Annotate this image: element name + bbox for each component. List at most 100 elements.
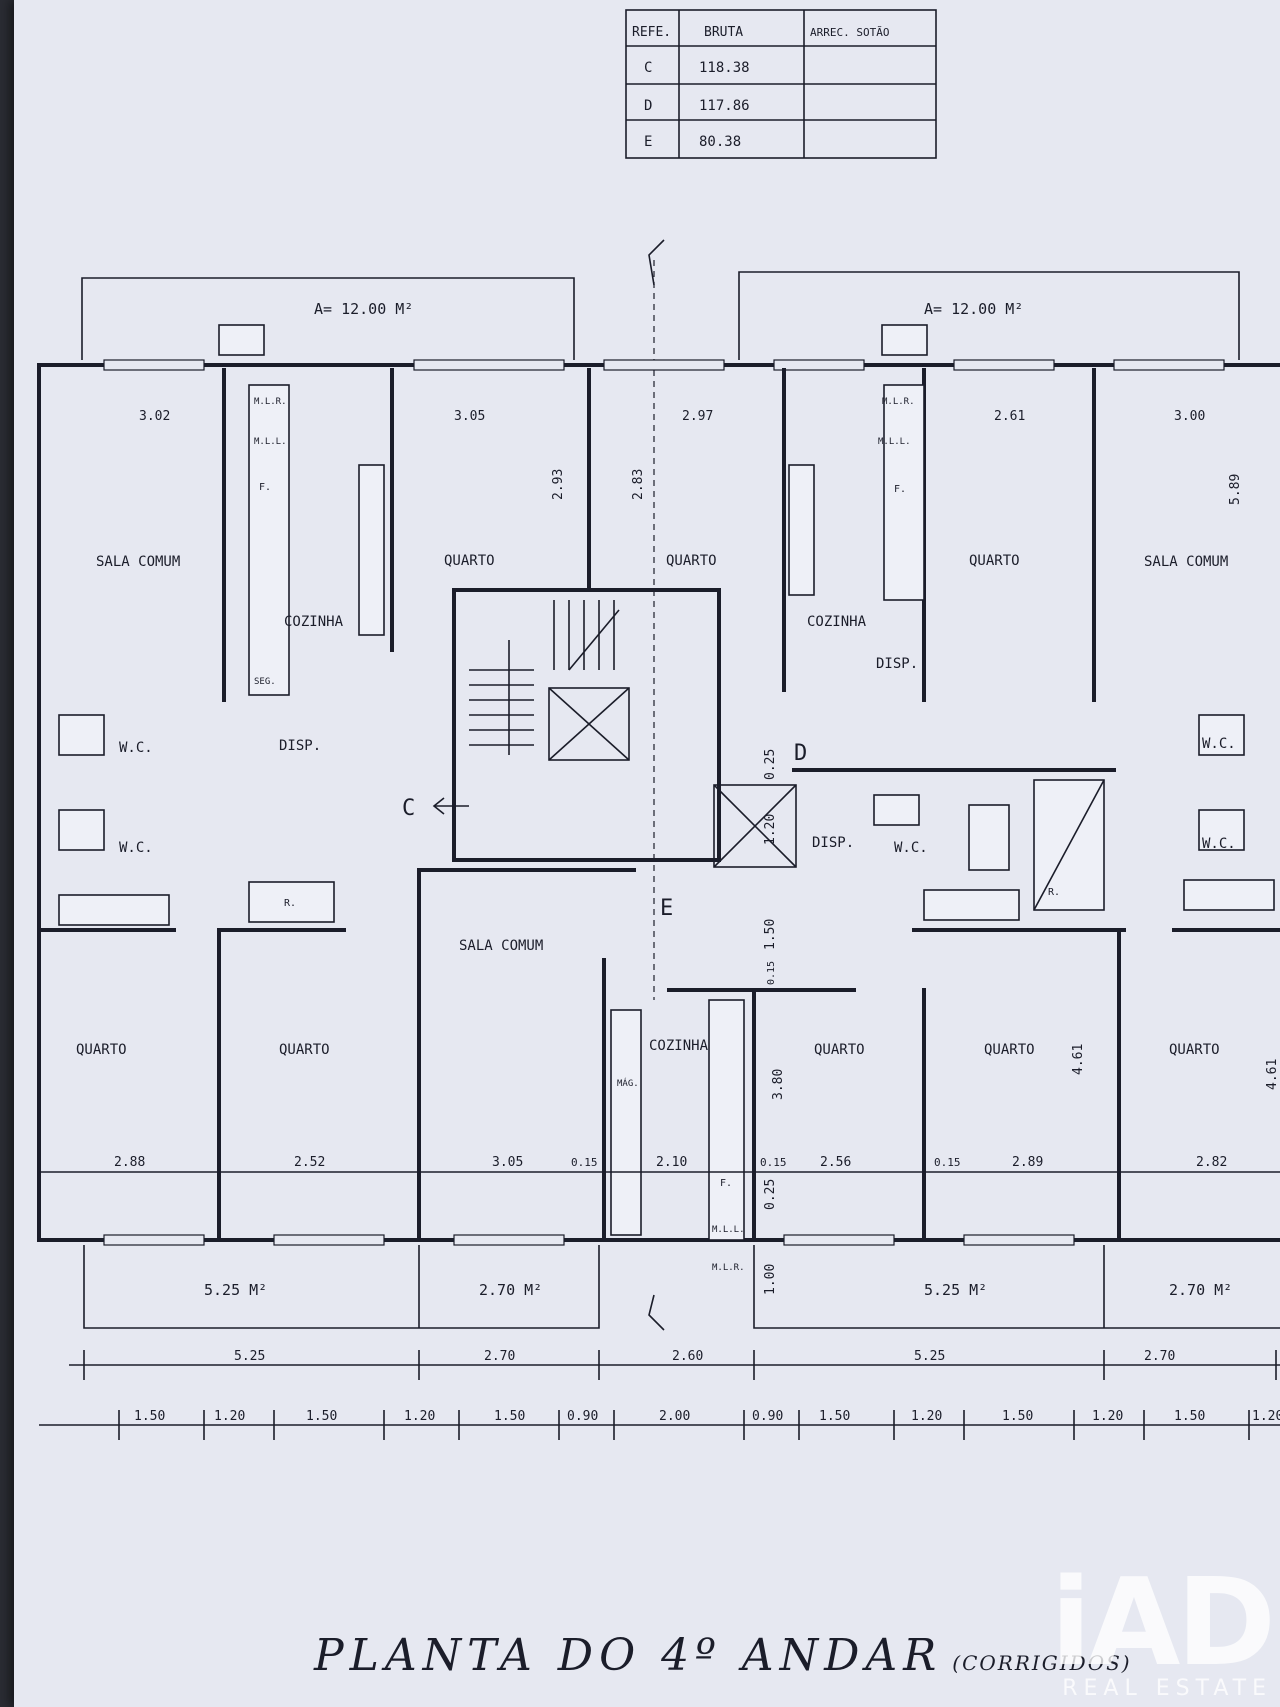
dim-line2-13: 1.50 (1174, 1409, 1205, 1424)
dimension-line-2: 1.50 1.20 1.50 1.20 1.50 0.90 2.00 0.90 … (39, 1409, 1280, 1440)
balcony-bottom-3: 5.25 M² (924, 1281, 987, 1299)
room-label-quarto-bl1: QUARTO (76, 1042, 127, 1058)
dim-line2-4: 1.20 (404, 1409, 435, 1424)
room-label-quarto-br2: QUARTO (1169, 1042, 1220, 1058)
dim-top-1: 3.02 (139, 409, 170, 424)
balcony-area-top-right: A= 12.00 M² (924, 300, 1023, 318)
room-label-cozinha-center: COZINHA (649, 1038, 709, 1054)
lift-shaft (548, 687, 630, 761)
dim-line2-7: 2.00 (659, 1409, 690, 1424)
plan-title: PLANTA DO 4º ANDAR (CORRIGIDOS) (314, 1630, 1254, 1690)
dim-room-9: 2.89 (1012, 1155, 1043, 1170)
dim-vert-top-1: 2.93 (551, 469, 566, 500)
top-balconies: A= 12.00 M² A= 12.00 M² (81, 271, 1240, 360)
dim-room-5: 2.10 (656, 1155, 687, 1170)
unit-markers: C D E (402, 741, 807, 921)
appliance-labels: M.L.R. M.L.L. F. SEG. M.L.R. M.L.L. F. R… (254, 397, 1060, 1273)
appliance-mlr-1: M.L.R. (254, 397, 287, 407)
dim-room-3: 3.05 (492, 1155, 523, 1170)
dim-line2-14: 1.20 (1252, 1409, 1280, 1424)
iad-logo-mark: iAD (1050, 1554, 1276, 1693)
dim-line2-3: 1.50 (306, 1409, 337, 1424)
area-table: REFE. BRUTA ARREC. SOTÃO C 118.38 D 117.… (625, 9, 937, 159)
table-ref-c: C (644, 60, 652, 76)
vent-unit-left (218, 324, 265, 356)
balcony-bottom-4: 2.70 M² (1169, 1281, 1232, 1299)
room-label-quarto-tc: QUARTO (666, 553, 717, 569)
dim-vert-bottom-2: 4.61 (1265, 1059, 1280, 1090)
room-label-quarto-tr: QUARTO (969, 553, 1020, 569)
plan-title-sub: (CORRIGIDOS) (952, 1651, 1132, 1675)
room-label-sala-left: SALA COMUM (96, 554, 180, 570)
table-bruta-d: 117.86 (699, 98, 750, 114)
marker-c: C (402, 796, 415, 821)
dim-room-8: 0.15 (934, 1156, 961, 1169)
dim-vert-center-3: 1.50 (763, 919, 778, 950)
room-label-wc-left-1: W.C. (119, 740, 153, 756)
iad-logo-subtitle: REAL ESTATE (1062, 1676, 1272, 1701)
dim-vert-center-2: 1.20 (763, 814, 778, 845)
dim-line2-8: 0.90 (752, 1409, 783, 1424)
lift-shaft-2 (713, 784, 797, 868)
walls (37, 359, 1280, 1246)
table-bruta-c: 118.38 (699, 60, 750, 76)
dim-room-2: 2.52 (294, 1155, 325, 1170)
dimensions-bottom-rooms: 2.88 2.52 3.05 0.15 2.10 0.15 2.56 0.15 … (39, 1155, 1280, 1173)
appliance-seg: SEG. (254, 677, 276, 687)
appliance-r-1: R. (284, 898, 296, 909)
table-ref-d: D (644, 98, 652, 114)
section-cut-lines (648, 239, 665, 1331)
iad-logo: iAD REAL ESTATE (1012, 1554, 1276, 1701)
dim-line2-9: 1.50 (819, 1409, 850, 1424)
room-label-disp-left: DISP. (279, 738, 321, 754)
dim-room-7: 2.56 (820, 1155, 851, 1170)
floor-plan: REFE. BRUTA ARREC. SOTÃO C 118.38 D 117.… (37, 9, 1280, 1440)
room-label-disp-center: DISP. (812, 835, 854, 851)
appliance-mll-3: M.L.L. (712, 1225, 745, 1235)
dim-top-5: 3.00 (1174, 409, 1205, 424)
stair-steps (469, 600, 620, 755)
appliance-mll-1: M.L.L. (254, 437, 287, 447)
appliance-mlr-2: M.L.R. (882, 397, 915, 407)
dim-top-3: 2.97 (682, 409, 713, 424)
dim-top-4: 2.61 (994, 409, 1025, 424)
dimensions-center-vertical: 0.25 1.20 1.50 0.15 3.80 0.25 1.00 4.61 … (763, 749, 1280, 1295)
dim-vert-top-3: 5.89 (1228, 474, 1243, 505)
room-label-quarto-bc: QUARTO (814, 1042, 865, 1058)
table-header-bruta: BRUTA (704, 25, 743, 40)
room-label-disp-right: DISP. (876, 656, 918, 672)
bottom-balconies: 5.25 M² 2.70 M² 5.25 M² 2.70 M² (83, 1245, 1280, 1329)
dim-room-10: 2.82 (1196, 1155, 1227, 1170)
appliance-mlr-3: M.L.R. (712, 1263, 745, 1273)
dimensions-top: 3.02 3.05 2.97 2.61 3.00 2.93 2.83 5.89 (139, 409, 1243, 505)
dim-line2-12: 1.20 (1092, 1409, 1123, 1424)
dim-line2-5: 1.50 (494, 1409, 525, 1424)
balcony-bottom-1: 5.25 M² (204, 1281, 267, 1299)
room-labels: SALA COMUM COZINHA QUARTO QUARTO COZINHA… (76, 553, 1236, 1058)
dim-room-6: 0.15 (760, 1156, 787, 1169)
dim-top-2: 3.05 (454, 409, 485, 424)
marker-e: E (660, 896, 673, 921)
room-label-cozinha-left: COZINHA (284, 614, 344, 630)
table-header-ref: REFE. (632, 25, 671, 40)
appliance-mll-2: M.L.L. (878, 437, 911, 447)
room-label-wc-right-2: W.C. (1202, 836, 1236, 852)
table-header-arrec: ARREC. SOTÃO (810, 26, 889, 39)
dim-line2-1: 1.50 (134, 1409, 165, 1424)
room-label-quarto-tl: QUARTO (444, 553, 495, 569)
room-label-quarto-br1: QUARTO (984, 1042, 1035, 1058)
room-label-wc-left-2: W.C. (119, 840, 153, 856)
room-label-quarto-bl2: QUARTO (279, 1042, 330, 1058)
dim-line2-10: 1.20 (911, 1409, 942, 1424)
plan-title-main: PLANTA DO 4º ANDAR (314, 1630, 943, 1681)
table-ref-e: E (644, 134, 652, 150)
dim-line2-11: 1.50 (1002, 1409, 1033, 1424)
appliance-f-2: F. (894, 484, 906, 495)
dim-line2-6: 0.90 (567, 1409, 598, 1424)
vent-unit-right (881, 324, 928, 356)
marker-d: D (794, 741, 807, 766)
appliance-f-3: F. (720, 1178, 732, 1189)
room-label-wc-center: W.C. (894, 840, 928, 856)
room-label-cozinha-right: COZINHA (807, 614, 867, 630)
room-label-sala-right: SALA COMUM (1144, 554, 1228, 570)
